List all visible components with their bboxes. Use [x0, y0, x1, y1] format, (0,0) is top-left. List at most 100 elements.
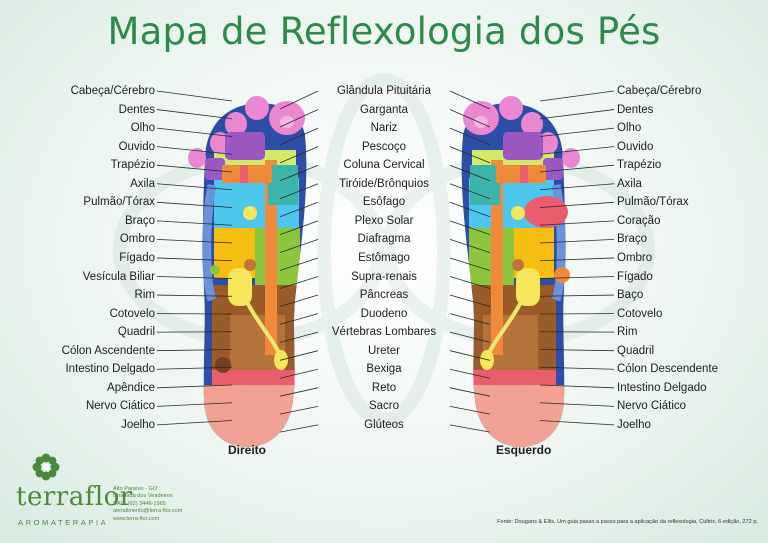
- leader-line: [156, 220, 233, 226]
- label-left-10: Vesícula Biliar: [82, 270, 155, 283]
- label-right-1: Dentes: [617, 103, 654, 116]
- label-left-0: Cabeça/Cérebro: [70, 85, 155, 97]
- label-center-8: Diafragma: [357, 233, 411, 246]
- leader-line: [539, 366, 615, 370]
- label-right-12: Cotovelo: [617, 307, 663, 320]
- label-center-13: Vértebras Lombares: [331, 326, 437, 339]
- label-right-18: Joelho: [617, 418, 651, 431]
- label-right-8: Braço: [617, 233, 648, 246]
- leader-line: [449, 127, 491, 146]
- leader-line: [539, 201, 615, 208]
- left-foot-map: [461, 96, 580, 447]
- contact-line: Chapada dos Veadeiros: [113, 493, 173, 500]
- label-right-4: Trapézio: [617, 159, 662, 172]
- label-right-10: Fígado: [617, 270, 653, 283]
- label-right-7: Coração: [617, 214, 661, 227]
- label-left-1: Dentes: [118, 103, 155, 116]
- label-right-2: Olho: [617, 122, 642, 135]
- leader-line: [279, 387, 319, 397]
- leader-line: [156, 164, 233, 173]
- leader-line: [539, 294, 615, 297]
- label-center-5: Tiróide/Brônquios: [339, 177, 429, 190]
- label-center-10: Supra-renais: [351, 270, 417, 283]
- label-left-6: Pulmão/Tórax: [83, 196, 155, 209]
- leader-line: [156, 201, 233, 208]
- leader-line: [449, 257, 491, 271]
- leader-line: [156, 257, 233, 262]
- leader-line: [156, 239, 233, 244]
- label-right-6: Pulmão/Tórax: [617, 196, 689, 209]
- leader-line: [539, 109, 615, 120]
- leader-line: [156, 109, 233, 120]
- leader-line: [449, 424, 491, 433]
- leader-line: [156, 384, 233, 389]
- contact-line: www.terra-flor.com: [113, 515, 160, 522]
- label-center-2: Nariz: [370, 122, 398, 135]
- label-left-15: Intestino Delgado: [65, 363, 155, 376]
- leader-line: [539, 420, 615, 426]
- leader-line: [539, 220, 615, 226]
- leader-line: [156, 127, 233, 137]
- source-citation: Fonte: Dougans & Ellis, Um guia passo a …: [497, 519, 758, 525]
- leader-line: [156, 294, 233, 297]
- leader-line: [539, 90, 615, 102]
- label-center-0: Glândula Pituitária: [337, 85, 431, 97]
- leader-line: [449, 405, 491, 415]
- leader-line: [279, 405, 319, 415]
- brand-tagline: AROMATERAPIA: [18, 518, 109, 527]
- leader-line: [279, 424, 319, 433]
- label-center-6: Esôfago: [362, 196, 406, 209]
- leader-line: [449, 276, 491, 289]
- label-left-18: Joelho: [121, 418, 155, 431]
- foot-caption-right: Direito: [228, 443, 267, 457]
- label-left-12: Cotovelo: [109, 307, 155, 320]
- leader-line: [449, 368, 491, 379]
- brand-contact: Alto Paraíso - GO Chapada dos Veadeiros …: [113, 486, 182, 523]
- right-foot-map: [188, 96, 307, 447]
- leader-line: [279, 127, 319, 146]
- leader-line: [279, 294, 319, 307]
- label-left-16: Apêndice: [107, 381, 155, 394]
- leader-line: [449, 183, 491, 200]
- label-right-5: Axila: [617, 177, 642, 190]
- label-right-11: Baço: [617, 289, 644, 302]
- label-left-4: Trapézio: [110, 159, 155, 172]
- brand-name: terraflor: [16, 482, 133, 512]
- label-right-13: Rim: [617, 326, 638, 339]
- leader-line: [279, 368, 319, 379]
- contact-line: SAC: (62) 3446-1965: [113, 500, 166, 507]
- label-center-1: Garganta: [360, 103, 408, 116]
- label-right-16: Intestino Delgado: [617, 381, 707, 394]
- leader-line: [539, 257, 615, 262]
- label-right-0: Cabeça/Cérebro: [617, 85, 702, 97]
- label-left-13: Quadril: [117, 326, 155, 339]
- label-center-4: Coluna Cervical: [343, 159, 425, 172]
- leader-line: [449, 146, 491, 164]
- leader-line: [279, 331, 319, 343]
- leader-line: [279, 146, 319, 164]
- leader-line: [279, 350, 319, 361]
- leader-line: [539, 164, 615, 173]
- contact-line: Alto Paraíso - GO: [113, 486, 158, 492]
- label-center-17: Sacro: [368, 400, 400, 413]
- leader-line: [279, 183, 319, 200]
- leader-line: [539, 384, 615, 389]
- label-left-7: Braço: [124, 214, 155, 227]
- label-left-2: Olho: [130, 122, 155, 135]
- label-center-11: Pâncreas: [359, 289, 409, 302]
- label-center-15: Bexiga: [366, 363, 402, 376]
- leader-line: [539, 146, 615, 155]
- label-center-9: Estômago: [358, 251, 410, 264]
- leader-line: [539, 183, 615, 191]
- leader-line: [156, 90, 233, 102]
- terraflor-logo-icon: [32, 453, 60, 481]
- leader-line: [449, 90, 491, 110]
- label-left-5: Axila: [130, 177, 155, 190]
- leader-line: [156, 349, 233, 352]
- label-right-3: Ouvido: [617, 140, 654, 153]
- leader-line: [156, 276, 233, 279]
- page-title: Mapa de Reflexologia dos Pés: [107, 10, 661, 53]
- label-left-11: Rim: [134, 289, 155, 302]
- label-left-14: Cólon Ascendente: [61, 344, 155, 357]
- label-center-12: Duodeno: [360, 307, 408, 320]
